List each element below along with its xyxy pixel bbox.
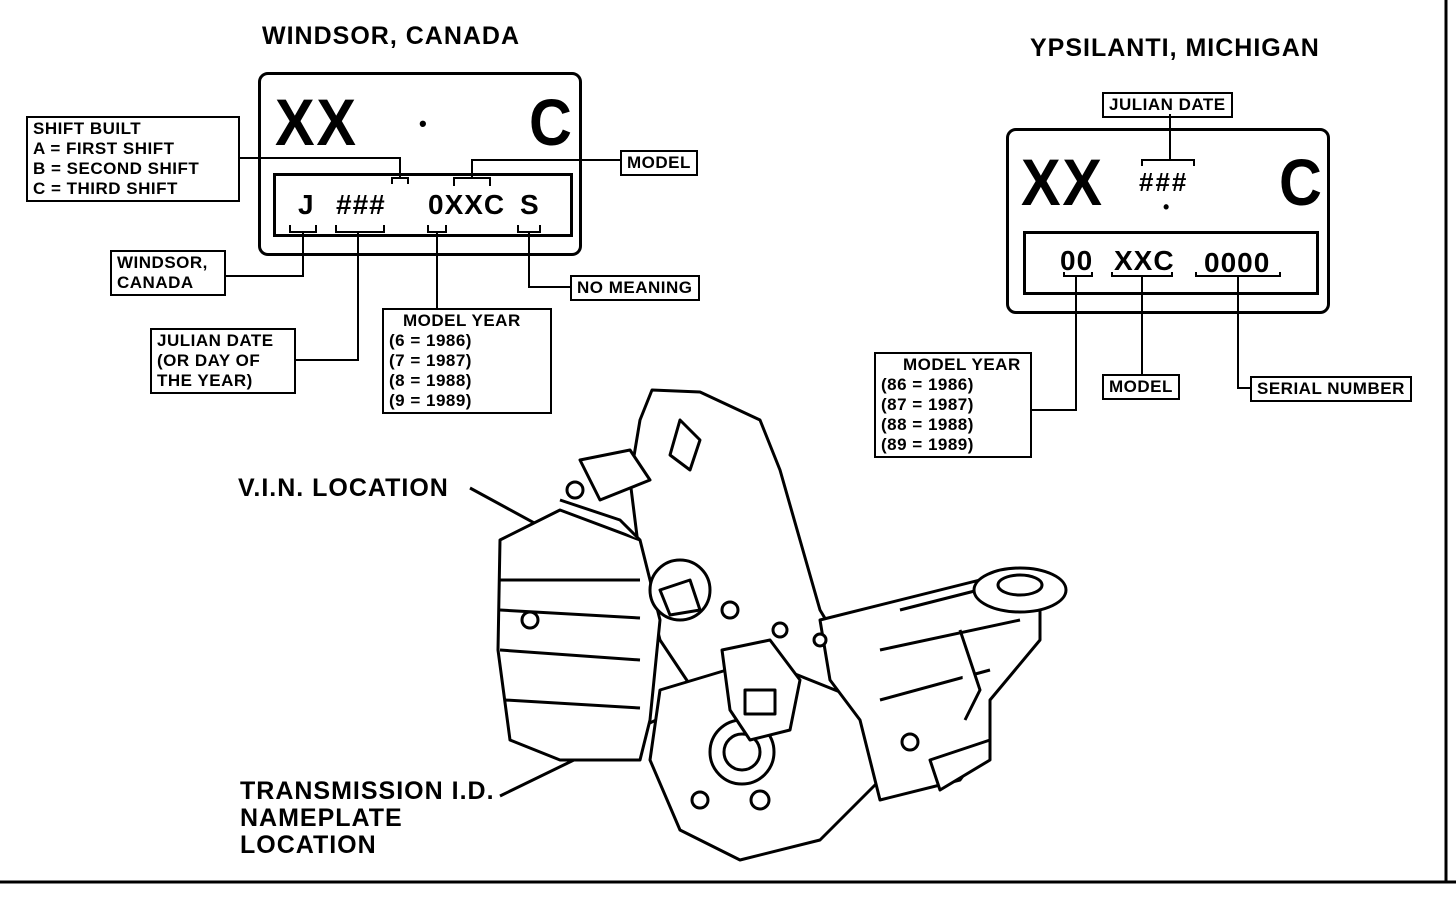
vin-arrowhead bbox=[630, 572, 650, 586]
model-year-heading: MODEL YEAR bbox=[403, 311, 521, 330]
ypsilanti-plate-dot: • bbox=[1163, 197, 1170, 217]
windsor-id-plate: XX • C J ### 0XXC S bbox=[258, 72, 582, 256]
ypsilanti-title: YPSILANTI, MICHIGAN bbox=[1030, 34, 1320, 62]
windsor-location-label: WINDSOR, CANADA bbox=[110, 250, 226, 296]
julian-line-2: (OR DAY OF bbox=[157, 351, 261, 370]
julian-line-3: THE YEAR) bbox=[157, 371, 253, 390]
model-year-1986: (6 = 1986) bbox=[389, 331, 472, 350]
ypsilanti-plate-c: C bbox=[1279, 145, 1324, 219]
ypsilanti-julian-label: JULIAN DATE bbox=[1102, 92, 1233, 118]
ymodel-year-heading: MODEL YEAR bbox=[903, 355, 1021, 374]
transmission-illustration bbox=[496, 388, 1068, 862]
ypsilanti-code-model: XXC bbox=[1114, 245, 1175, 276]
no-meaning-label: NO MEANING bbox=[570, 275, 700, 301]
nameplate-line-1: TRANSMISSION I.D. bbox=[240, 777, 495, 805]
location-line-1: WINDSOR, bbox=[117, 253, 208, 272]
windsor-model-year-legend: MODEL YEAR (6 = 1986) (7 = 1987) (8 = 19… bbox=[382, 308, 552, 414]
ymodel-year-1986: (86 = 1986) bbox=[881, 375, 974, 394]
ypsilanti-plate-xx: XX bbox=[1021, 145, 1104, 219]
shift-a: A = FIRST SHIFT bbox=[33, 139, 175, 158]
shift-c: C = THIRD SHIFT bbox=[33, 179, 178, 198]
windsor-plate-code-strip: J ### 0XXC S bbox=[273, 173, 573, 237]
windsor-model-label: MODEL bbox=[620, 150, 698, 176]
windsor-plate-dot: • bbox=[419, 111, 427, 136]
ypsilanti-model-year-legend: MODEL YEAR (86 = 1986) (87 = 1987) (88 =… bbox=[874, 352, 1032, 458]
model-year-1989: (9 = 1989) bbox=[389, 391, 472, 410]
ymodel-year-1987: (87 = 1987) bbox=[881, 395, 974, 414]
vin-location-callout: V.I.N. LOCATION bbox=[238, 474, 449, 502]
shift-built-heading: SHIFT BUILT bbox=[33, 119, 142, 138]
shift-b: B = SECOND SHIFT bbox=[33, 159, 200, 178]
nameplate-callout: TRANSMISSION I.D. NAMEPLATE LOCATION bbox=[240, 778, 495, 859]
ypsilanti-serial-label: SERIAL NUMBER bbox=[1250, 376, 1412, 402]
model-year-1988: (8 = 1988) bbox=[389, 371, 472, 390]
nameplate-line-3: LOCATION bbox=[240, 831, 377, 859]
ypsilanti-code-year: 00 bbox=[1060, 245, 1094, 276]
nameplate-line-2: NAMEPLATE bbox=[240, 804, 403, 832]
ymodel-year-1989: (89 = 1989) bbox=[881, 435, 974, 454]
ypsilanti-model-label: MODEL bbox=[1102, 374, 1180, 400]
ypsilanti-plate-hash: ### bbox=[1139, 167, 1189, 197]
model-year-1987: (7 = 1987) bbox=[389, 351, 472, 370]
callout-arrows bbox=[469, 486, 731, 798]
windsor-julian-label: JULIAN DATE (OR DAY OF THE YEAR) bbox=[150, 328, 296, 394]
ypsilanti-plate-code-strip: 00 XXC 0000 bbox=[1023, 231, 1319, 295]
windsor-code-s: S bbox=[520, 189, 540, 220]
windsor-plate-c: C bbox=[529, 85, 574, 159]
windsor-code-plant: J bbox=[298, 189, 315, 220]
ymodel-year-1988: (88 = 1988) bbox=[881, 415, 974, 434]
ypsilanti-code-serial: 0000 bbox=[1204, 247, 1271, 278]
location-line-2: CANADA bbox=[117, 273, 194, 292]
nameplate-arrowhead bbox=[714, 682, 734, 696]
ypsilanti-id-plate: XX ### • C 00 XXC 0000 bbox=[1006, 128, 1330, 314]
windsor-code-model: 0XXC bbox=[428, 189, 506, 220]
julian-line-1: JULIAN DATE bbox=[157, 331, 274, 350]
windsor-plate-xx: XX bbox=[275, 85, 358, 159]
shift-built-legend: SHIFT BUILT A = FIRST SHIFT B = SECOND S… bbox=[26, 116, 240, 202]
windsor-title: WINDSOR, CANADA bbox=[262, 22, 521, 50]
windsor-code-julian: ### bbox=[336, 189, 386, 220]
